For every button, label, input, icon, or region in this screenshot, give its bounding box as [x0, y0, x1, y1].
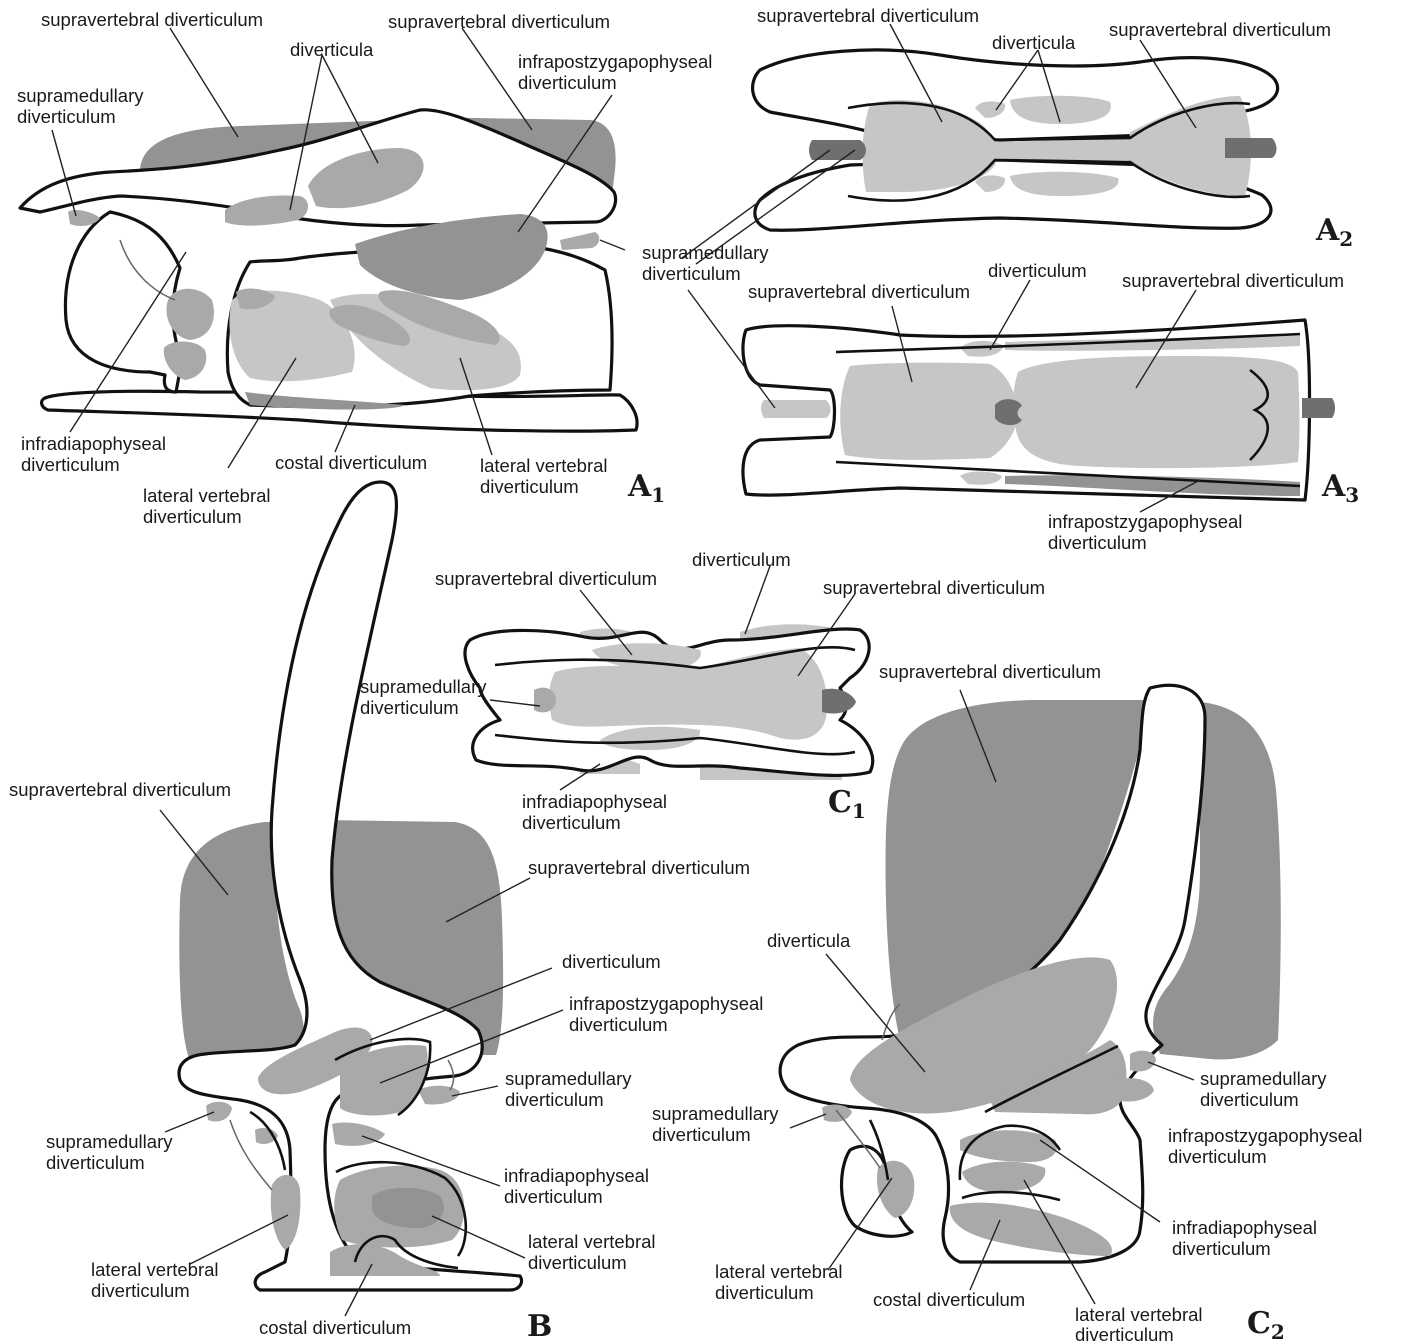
c2-label-costal: costal diverticulum: [873, 1289, 1025, 1310]
b-label-supramedullary-right-line2: diverticulum: [505, 1089, 604, 1110]
b-label-costal: costal diverticulum: [259, 1317, 411, 1338]
c1-label-supramedullary-line2: diverticulum: [360, 697, 459, 718]
b-label-infrapostzygapophyseal-line1: infrapostzygapophyseal: [569, 993, 763, 1014]
c1-label-infradiapophyseal-line1: infradiapophyseal: [522, 791, 667, 812]
panel-a2-drawing: [753, 50, 1278, 230]
a2-supramedullary-diverticulum-posterior: [1225, 138, 1277, 158]
c2-label-infrapostzygapophyseal-line2: diverticulum: [1168, 1146, 1267, 1167]
b-supramedullary-diverticulum-left: [206, 1102, 232, 1122]
b-infradiapophyseal-diverticulum: [332, 1122, 385, 1145]
a1-label-supramedullary-line1: supramedullary: [17, 85, 144, 106]
panel-c1-drawing: [465, 624, 873, 780]
b-label-supravertebral-left: supravertebral diverticulum: [9, 779, 231, 800]
panel-label-c2: C2: [1247, 1306, 1285, 1344]
panel-label-a1: A1: [627, 469, 665, 507]
c1-label-supramedullary-line1: supramedullary: [360, 676, 487, 697]
a3-posterior-diverticulum: [1302, 398, 1335, 418]
b-label-lateral-vertebral-left-line1: lateral vertebral: [91, 1259, 219, 1280]
c2-label-supramedullary-right-line2: diverticulum: [1200, 1089, 1299, 1110]
a2-label-diverticula: diverticula: [992, 32, 1076, 53]
b-label-lateral-vertebral-right-line2: diverticulum: [528, 1252, 627, 1273]
c1-label-diverticulum: diverticulum: [692, 549, 791, 570]
a3-label-infrapostzygapophyseal-line2: diverticulum: [1048, 532, 1147, 553]
panel-label-c1: C1: [828, 785, 866, 823]
c2-label-supramedullary-right-line1: supramedullary: [1200, 1068, 1327, 1089]
c2-label-lateral-vertebral-left-line1: lateral vertebral: [715, 1261, 843, 1282]
panel-label-a2: A2: [1315, 213, 1353, 251]
panel-label-a3: A3: [1321, 469, 1359, 507]
c2-label-infradiapophyseal-line1: infradiapophyseal: [1172, 1217, 1317, 1238]
a1-label-infrapostzygapophyseal-line1: infrapostzygapophyseal: [518, 51, 712, 72]
c2-label-supramedullary-left-line1: supramedullary: [652, 1103, 779, 1124]
a2-label-supravertebral-posterior: supravertebral diverticulum: [1109, 19, 1331, 40]
b-label-diverticulum: diverticulum: [562, 951, 661, 972]
c1-label-supravertebral-left: supravertebral diverticulum: [435, 568, 657, 589]
a1-label-costal: costal diverticulum: [275, 452, 427, 473]
a1-label-diverticula: diverticula: [290, 39, 374, 60]
a1-label-infradiapophyseal-line2: diverticulum: [21, 454, 120, 475]
a2-supramedullary-diverticulum-anterior: [809, 140, 866, 160]
a2-label-supramedullary-line2: diverticulum: [642, 263, 741, 284]
c2-label-supramedullary-left-line2: diverticulum: [652, 1124, 751, 1145]
a3-supravertebral-diverticulum-anterior: [840, 363, 1018, 460]
a2-label-supravertebral-anterior: supravertebral diverticulum: [757, 5, 979, 26]
a1-label-infradiapophyseal-line1: infradiapophyseal: [21, 433, 166, 454]
c2-label-diverticula: diverticula: [767, 930, 851, 951]
a1-label-infrapostzygapophyseal-line2: diverticulum: [518, 72, 617, 93]
panel-b-drawing: [179, 482, 522, 1290]
b-label-supramedullary-left-line2: diverticulum: [46, 1152, 145, 1173]
a1-label-supramedullary-line2: diverticulum: [17, 106, 116, 127]
c2-label-infradiapophyseal-line2: diverticulum: [1172, 1238, 1271, 1259]
a1-label-lateral-vertebral-posterior-line1: lateral vertebral: [480, 455, 608, 476]
b-label-lateral-vertebral-right-line1: lateral vertebral: [528, 1231, 656, 1252]
a1-label-supravertebral-posterior: supravertebral diverticulum: [388, 11, 610, 32]
b-label-supravertebral-right: supravertebral diverticulum: [528, 857, 750, 878]
b-label-lateral-vertebral-left-line2: diverticulum: [91, 1280, 190, 1301]
a1-label-lateral-vertebral-posterior-line2: diverticulum: [480, 476, 579, 497]
a1-label-lateral-vertebral-anterior-line2: diverticulum: [143, 506, 242, 527]
panel-label-b: B: [527, 1309, 552, 1344]
c2-supramedullary-diverticulum-right-lower: [1115, 1078, 1154, 1101]
a1-supramedullary-diverticulum-posterior: [560, 232, 599, 250]
c1-supramedullary-diverticulum-right: [822, 689, 856, 714]
a3-label-supravertebral-posterior: supravertebral diverticulum: [1122, 270, 1344, 291]
b-label-supramedullary-right-line1: supramedullary: [505, 1068, 632, 1089]
c2-label-infrapostzygapophyseal-line1: infrapostzygapophyseal: [1168, 1125, 1362, 1146]
c2-label-lateral-vertebral-right-line2: diverticulum: [1075, 1324, 1174, 1344]
a1-label-supravertebral-anterior: supravertebral diverticulum: [41, 9, 263, 30]
a1-label-lateral-vertebral-anterior-line1: lateral vertebral: [143, 485, 271, 506]
a2-centrum-shadow: [995, 138, 1130, 160]
c2-label-lateral-vertebral-right-line1: lateral vertebral: [1075, 1304, 1203, 1325]
a3-label-infrapostzygapophyseal-line1: infrapostzygapophyseal: [1048, 511, 1242, 532]
c2-supramedullary-diverticulum-right: [1130, 1051, 1156, 1072]
panel-a1-drawing: [20, 110, 637, 431]
c1-label-infradiapophyseal-line2: diverticulum: [522, 812, 621, 833]
a1-anterior-fossa-outline: [65, 212, 182, 392]
b-label-infrapostzygapophyseal-line2: diverticulum: [569, 1014, 668, 1035]
c1-label-supravertebral-right: supravertebral diverticulum: [823, 577, 1045, 598]
a3-label-supravertebral-anterior: supravertebral diverticulum: [748, 281, 970, 302]
a2-label-supramedullary-line1: supramedullary: [642, 242, 769, 263]
b-label-supramedullary-left-line1: supramedullary: [46, 1131, 173, 1152]
a3-label-diverticulum: diverticulum: [988, 260, 1087, 281]
c2-label-lateral-vertebral-left-line2: diverticulum: [715, 1282, 814, 1303]
b-label-infradiapophyseal-line1: infradiapophyseal: [504, 1165, 649, 1186]
b-label-infradiapophyseal-line2: diverticulum: [504, 1186, 603, 1207]
panel-a3-drawing: [743, 320, 1335, 500]
c2-label-supravertebral: supravertebral diverticulum: [879, 661, 1101, 682]
